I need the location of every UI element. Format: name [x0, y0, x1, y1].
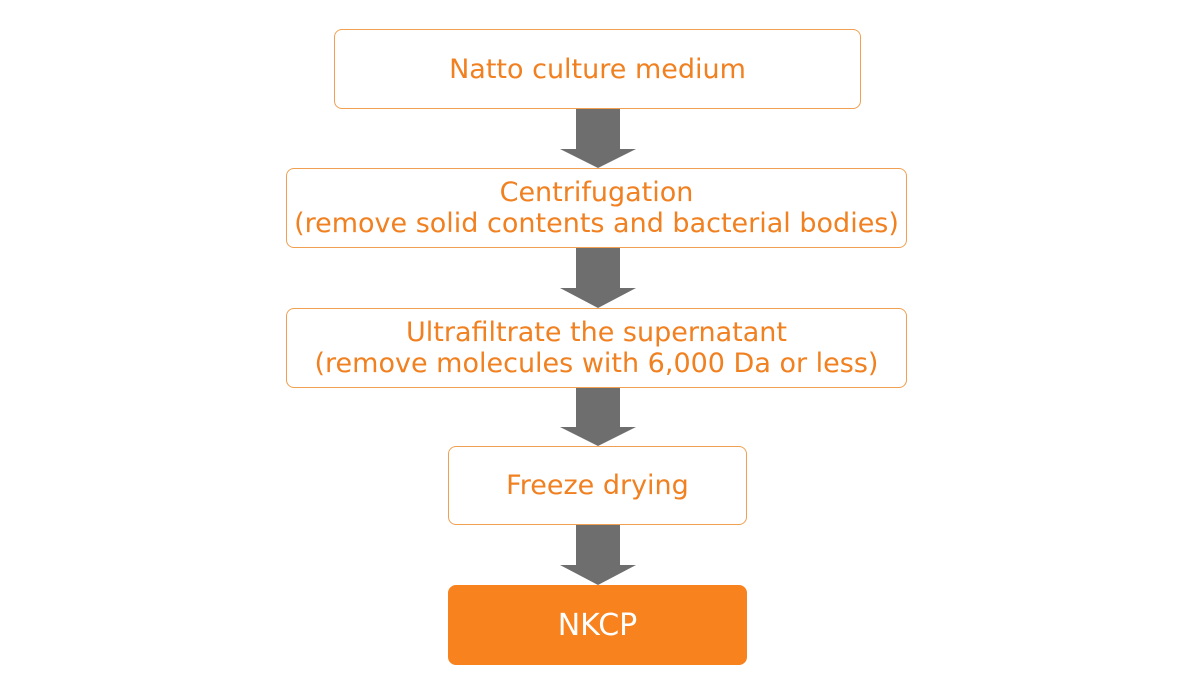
step-freeze-drying: Freeze drying	[448, 446, 747, 525]
step-ultrafiltrate: Ultrafiltrate the supernatant (remove mo…	[286, 308, 907, 388]
step-sublabel: (remove solid contents and bacterial bod…	[294, 208, 899, 239]
down-arrow-icon	[560, 109, 636, 168]
down-arrow-icon	[560, 248, 636, 308]
step-centrifugation: Centrifugation (remove solid contents an…	[286, 168, 907, 248]
step-label: Natto culture medium	[449, 53, 746, 85]
step-sublabel: (remove molecules with 6,000 Da or less)	[314, 348, 879, 379]
step-label: NKCP	[557, 607, 638, 643]
step-label: Ultrafiltrate the supernatant	[406, 317, 787, 348]
step-nkcp: NKCP	[448, 585, 747, 665]
down-arrow-icon	[560, 388, 636, 446]
step-natto-culture-medium: Natto culture medium	[334, 29, 861, 109]
step-label: Centrifugation	[499, 177, 694, 208]
step-label: Freeze drying	[506, 470, 689, 501]
down-arrow-icon	[560, 525, 636, 585]
